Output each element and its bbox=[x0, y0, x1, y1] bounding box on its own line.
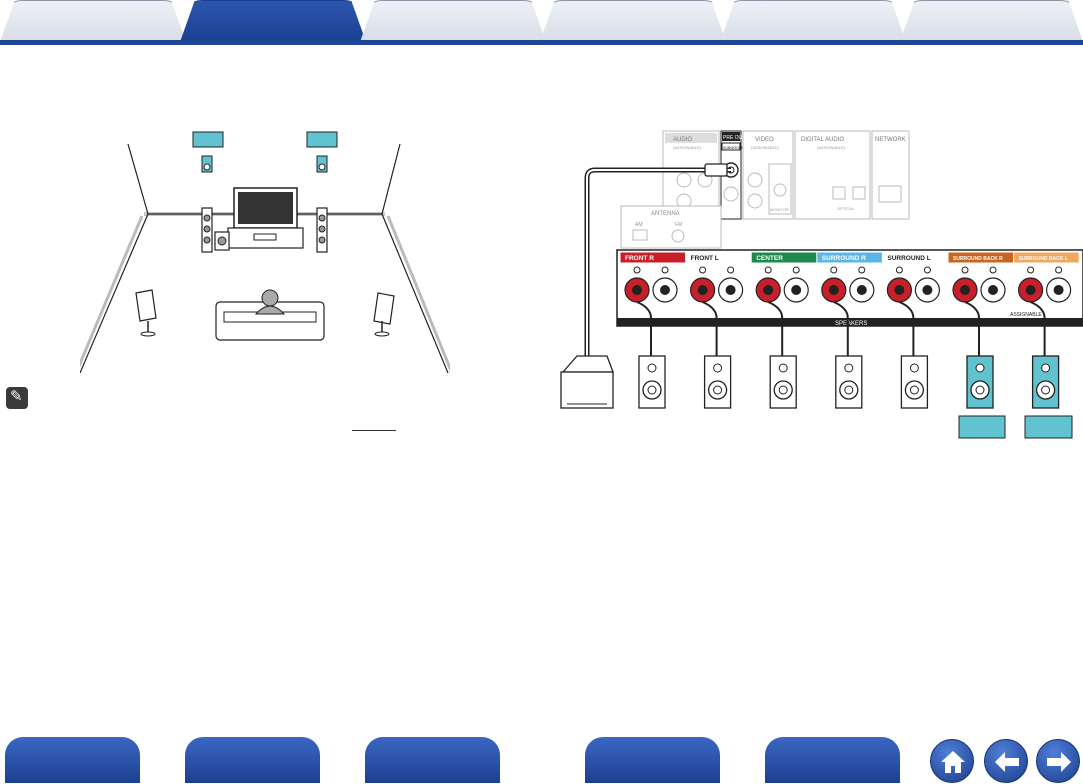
fm-label: FM bbox=[675, 222, 682, 228]
terminal-surround-l: SURROUND L bbox=[882, 252, 948, 303]
tab-6[interactable] bbox=[900, 0, 1083, 42]
front-right-speaker bbox=[316, 207, 328, 253]
speaker-box-7 bbox=[1031, 355, 1060, 409]
sofa-listener-icon bbox=[215, 289, 325, 341]
home-icon bbox=[941, 751, 965, 773]
surround-back-r-tag bbox=[958, 415, 1006, 439]
terminal-label: SURROUND R bbox=[822, 255, 866, 262]
terminal-surround-r: SURROUND R bbox=[817, 252, 882, 303]
bottom-nav-button-5[interactable] bbox=[765, 737, 900, 783]
bottom-nav-label-3 bbox=[365, 737, 500, 753]
surround-right-speaker bbox=[373, 292, 395, 337]
arrow-right-icon bbox=[1047, 752, 1071, 772]
surround-left-speaker bbox=[135, 289, 157, 337]
terminal-center: CENTER bbox=[751, 252, 817, 303]
bottom-nav-label-2 bbox=[185, 737, 320, 753]
speaker-box-6 bbox=[966, 355, 994, 409]
speaker-box-5 bbox=[900, 355, 929, 409]
bottom-nav-button-1[interactable] bbox=[5, 737, 140, 783]
tab-5[interactable] bbox=[720, 0, 906, 42]
tab-2[interactable] bbox=[180, 0, 366, 42]
back-button[interactable] bbox=[984, 739, 1028, 783]
terminal-label: SURROUND BACK L bbox=[1019, 256, 1068, 262]
tab-3[interactable] bbox=[360, 0, 546, 42]
receiver-wiring-diagram: AUDIO (ASSIGNABLE) PRE OUT SUBWOOFER VID… bbox=[560, 130, 1083, 439]
audio-in-sub-label: (ASSIGNABLE) bbox=[673, 145, 702, 150]
pre-out-label: PRE OUT bbox=[723, 135, 745, 141]
speaker-box-2 bbox=[703, 355, 732, 409]
tv-icon bbox=[227, 187, 304, 249]
subwoofer-box bbox=[560, 355, 614, 409]
height-speaker-right bbox=[316, 155, 328, 173]
terminal-surround-back-l: SURROUND BACK L bbox=[1014, 252, 1079, 303]
subwoofer-icon bbox=[214, 231, 230, 251]
speaker-box-1 bbox=[638, 355, 666, 409]
assignable-label: ASSIGNABLE bbox=[1010, 312, 1042, 318]
bottom-nav-button-2[interactable] bbox=[185, 737, 320, 783]
room-layout-illustration bbox=[80, 131, 450, 373]
tab-1[interactable] bbox=[0, 0, 186, 42]
front-left-speaker bbox=[201, 207, 213, 253]
home-button[interactable] bbox=[930, 739, 974, 783]
digital-audio-sub-label: (ASSIGNABLE) bbox=[817, 145, 846, 150]
digital-audio-label: DIGITAL AUDIO bbox=[801, 137, 844, 143]
terminal-front-l: FRONT L bbox=[686, 252, 751, 303]
terminal-label: SURROUND BACK R bbox=[953, 256, 1003, 262]
terminal-label: FRONT L bbox=[691, 255, 719, 262]
terminal-label: SURROUND L bbox=[887, 255, 930, 262]
arrow-left-icon bbox=[995, 752, 1019, 772]
input-panel: AUDIO (ASSIGNABLE) PRE OUT SUBWOOFER VID… bbox=[620, 130, 910, 249]
speaker-box-3 bbox=[769, 355, 797, 409]
height-speaker-left bbox=[201, 155, 213, 173]
bottom-nav-button-4[interactable] bbox=[585, 737, 720, 783]
audio-in-label: AUDIO bbox=[673, 137, 692, 143]
terminal-label: CENTER bbox=[756, 255, 783, 262]
bottom-nav-button-3[interactable] bbox=[365, 737, 500, 783]
surround-back-l-tag bbox=[1024, 415, 1073, 439]
tab-4[interactable] bbox=[540, 0, 726, 42]
note-link-underline bbox=[352, 430, 396, 431]
terminal-surround-back-r: SURROUND BACK R bbox=[948, 252, 1014, 303]
height-speaker-tag-right bbox=[306, 131, 338, 148]
monitor-label: MONITOR bbox=[770, 207, 789, 212]
note-pencil-icon bbox=[6, 387, 28, 409]
speakers-label: SPEAKERS bbox=[835, 321, 867, 327]
video-in-sub-label: (ASSIGNABLE) bbox=[751, 145, 780, 150]
rca-plug bbox=[704, 163, 728, 177]
bottom-nav-label-5 bbox=[765, 737, 900, 753]
forward-button[interactable] bbox=[1036, 739, 1080, 783]
antenna-label: ANTENNA bbox=[651, 211, 680, 217]
am-label: AM bbox=[635, 222, 643, 228]
tab-bar bbox=[0, 0, 1083, 46]
subwoofer-label: SUBWOOFER bbox=[723, 146, 746, 150]
bottom-nav-label-1 bbox=[5, 737, 140, 753]
height-speaker-tag-left bbox=[192, 131, 224, 148]
optical-label: OPTICAL bbox=[837, 206, 855, 211]
tab-underline bbox=[0, 40, 1083, 45]
bottom-nav-label-4 bbox=[585, 737, 720, 753]
terminal-label: FRONT R bbox=[625, 255, 654, 262]
speaker-box-4 bbox=[835, 355, 863, 409]
video-in-label: VIDEO bbox=[755, 137, 774, 143]
network-label: NETWORK bbox=[875, 137, 906, 143]
